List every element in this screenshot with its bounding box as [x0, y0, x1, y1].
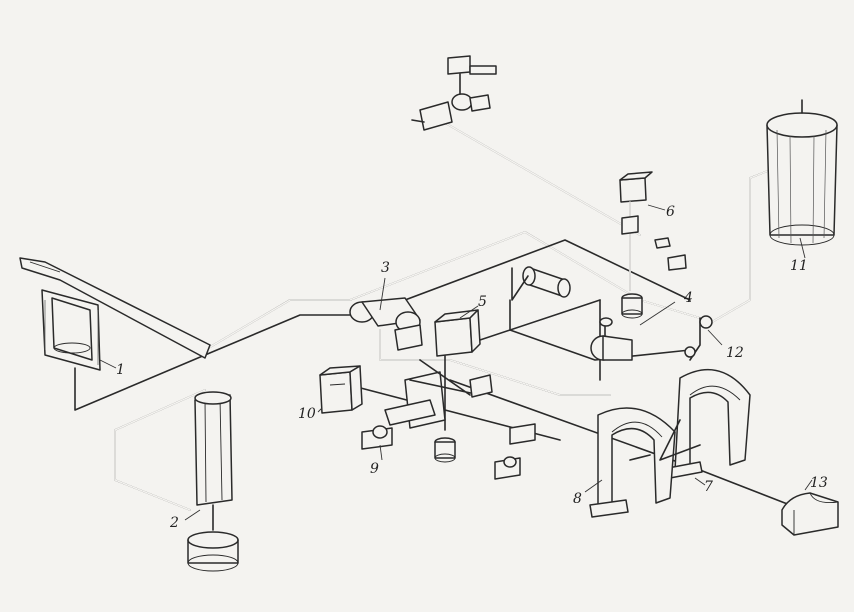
central-linkage: [384, 359, 493, 429]
component-1-frame: [19, 257, 211, 371]
component-4-motor: [590, 317, 633, 361]
component-10-housing: [319, 365, 363, 414]
label-2: 2: [169, 515, 179, 531]
upper-valve-assembly: [411, 55, 497, 131]
leader-lines: [99, 204, 813, 521]
label-10: 10: [298, 406, 316, 422]
label-13: 13: [810, 475, 828, 491]
component-7-sector: [667, 368, 751, 479]
component-12-joint: [684, 315, 713, 358]
label-6: 6: [666, 204, 675, 220]
horizontal-tank: [511, 266, 571, 301]
component-8-sector: [589, 407, 701, 518]
component-2-cylinder: [187, 391, 239, 572]
label-11: 11: [790, 258, 808, 274]
label-12: 12: [726, 345, 744, 361]
label-4: 4: [683, 290, 693, 306]
number-labels: 1 2 3 4 5 6 7 8 9 10 11 12 13: [116, 204, 828, 531]
label-9: 9: [370, 461, 379, 477]
label-8: 8: [573, 491, 582, 507]
label-3: 3: [381, 260, 390, 276]
component-6-indicator: [619, 171, 687, 319]
component-11-tank: [766, 99, 838, 246]
component-9-bearing: [361, 423, 536, 480]
label-1: 1: [116, 362, 125, 378]
label-7: 7: [704, 479, 713, 495]
component-3-valve-block: [349, 297, 423, 351]
label-5: 5: [478, 294, 487, 310]
component-13-end-box: [781, 492, 839, 536]
